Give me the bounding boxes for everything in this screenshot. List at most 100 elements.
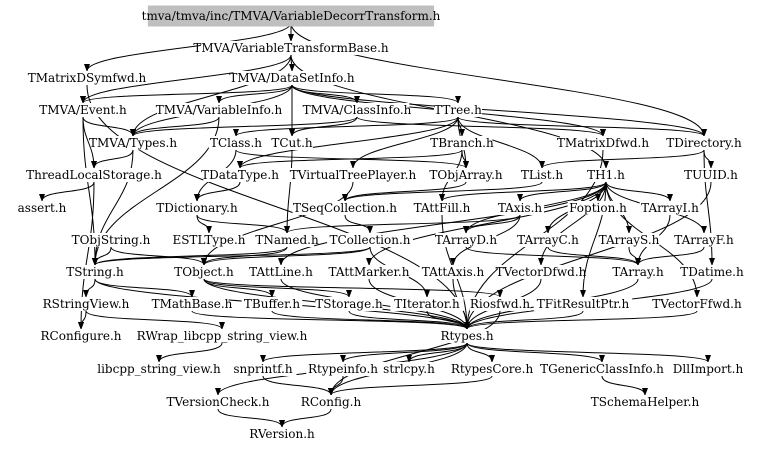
node-tarrayf[interactable]: TArrayF.h — [673, 233, 735, 247]
node-foption[interactable]: Foption.h — [567, 201, 629, 215]
node-tarrayi[interactable]: TArrayI.h — [639, 201, 701, 215]
node-label: TMVA/VariableTransformBase.h — [193, 41, 389, 55]
node-label: TAxis.h — [498, 201, 543, 215]
node-tattmarker[interactable]: TAttMarker.h — [329, 265, 410, 279]
node-tvectordfwd[interactable]: TVectorDfwd.h — [496, 265, 587, 279]
node-rtypeinfo[interactable]: Rtypeinfo.h — [306, 362, 380, 376]
edge-tstorage-to-rtypes — [348, 310, 470, 330]
node-event[interactable]: TMVA/Event.h — [39, 103, 127, 117]
node-tmathbase[interactable]: TMathBase.h — [152, 297, 233, 311]
node-tattline[interactable]: TAttLine.h — [247, 265, 315, 279]
node-tbuffer[interactable]: TBuffer.h — [241, 297, 303, 311]
node-tvectorffwd[interactable]: TVectorFfwd.h — [652, 297, 742, 311]
node-classinfo[interactable]: TMVA/ClassInfo.h — [303, 103, 412, 117]
node-box — [34, 71, 140, 85]
node-strlcpy[interactable]: strlcpy.h — [378, 362, 440, 376]
node-box — [233, 71, 351, 85]
node-tclass[interactable]: TClass.h — [208, 136, 264, 150]
node-tbranch[interactable]: TBranch.h — [430, 136, 494, 150]
node-label: TVersionCheck.h — [167, 395, 270, 409]
node-box — [378, 362, 440, 376]
node-tnamed[interactable]: TNamed.h — [255, 233, 319, 247]
node-tdatatype[interactable]: TDataType.h — [201, 168, 279, 182]
node-tdictionary[interactable]: TDictionary.h — [154, 201, 240, 215]
node-tlist[interactable]: TList.h — [517, 168, 567, 182]
node-threadlocal[interactable]: ThreadLocalStorage.h — [26, 168, 162, 182]
node-rconfig[interactable]: RConfig.h — [300, 395, 362, 409]
node-tseqcoll[interactable]: TSeqCollection.h — [292, 201, 398, 215]
node-tarray[interactable]: TArray.h — [610, 265, 666, 279]
edge-tobject-to-tbuffer — [203, 278, 275, 298]
node-tobject[interactable]: TObject.h — [173, 265, 235, 279]
node-tarrays[interactable]: TArrayS.h — [599, 233, 660, 247]
node-label: TMatrixDSymfwd.h — [28, 71, 147, 85]
node-tarrayc[interactable]: TArrayC.h — [517, 233, 579, 247]
node-ttree[interactable]: TTree.h — [433, 103, 482, 117]
edge-tseqcoll-to-tcollection — [344, 214, 373, 234]
node-libcpp[interactable]: libcpp_string_view.h — [94, 362, 224, 376]
node-tvtp[interactable]: TVirtualTreePlayer.h — [288, 168, 418, 182]
node-label: TString.h — [66, 265, 124, 279]
node-th1[interactable]: TH1.h — [587, 168, 625, 182]
node-tstorage[interactable]: TStorage.h — [315, 297, 383, 311]
node-varinfo[interactable]: TMVA/VariableInfo.h — [156, 103, 283, 117]
node-tcollection[interactable]: TCollection.h — [327, 233, 413, 247]
node-tdirectory[interactable]: TDirectory.h — [664, 136, 744, 150]
node-label: TAttFill.h — [414, 201, 471, 215]
node-assert[interactable]: assert.h — [14, 201, 70, 215]
edge-tcollection-to-tobject — [201, 246, 371, 266]
node-rstringview[interactable]: RStringView.h — [43, 297, 130, 311]
edge-tdirectory-to-tuuid — [703, 149, 714, 169]
node-types[interactable]: TMVA/Types.h — [89, 136, 177, 150]
node-box — [43, 103, 123, 117]
node-box — [429, 168, 503, 182]
node-label: ThreadLocalStorage.h — [26, 168, 162, 182]
node-tmatrixdsym[interactable]: TMatrixDSymfwd.h — [28, 71, 147, 85]
node-rversion[interactable]: RVersion.h — [248, 427, 316, 441]
node-tversioncheck[interactable]: TVersionCheck.h — [167, 395, 270, 409]
node-rtypes[interactable]: Rtypes.h — [439, 329, 495, 343]
node-tuuid[interactable]: TUUID.h — [684, 168, 738, 182]
node-tattfill[interactable]: TAttFill.h — [408, 201, 476, 215]
node-tobjarray[interactable]: TObjArray.h — [429, 168, 503, 182]
edge-tmathbase-to-rtypes — [191, 310, 470, 330]
node-rconfigure[interactable]: RConfigure.h — [41, 329, 122, 343]
node-label: TClass.h — [210, 136, 262, 150]
node-label: assert.h — [18, 201, 67, 215]
node-label: TMVA/ClassInfo.h — [303, 103, 412, 117]
edge-tobjstring-to-tobject — [110, 246, 207, 266]
node-rwrap[interactable]: RWrap_libcpp_string_view.h — [137, 329, 308, 343]
node-riosfwd[interactable]: Riosfwd.h — [469, 297, 531, 311]
node-tstring[interactable]: TString.h — [64, 265, 126, 279]
node-tattaxis[interactable]: TAttAxis.h — [419, 265, 487, 279]
node-tarrayd[interactable]: TArrayD.h — [435, 233, 497, 247]
edge-taxis-to-tarrayd — [463, 214, 521, 234]
node-rtypescore[interactable]: RtypesCore.h — [451, 362, 534, 376]
edge-rtypes-to-rtypescore — [466, 342, 495, 363]
node-tdatime[interactable]: TDatime.h — [680, 265, 744, 279]
node-label: TCut.h — [271, 136, 313, 150]
node-dllimport[interactable]: DllImport.h — [671, 362, 745, 376]
node-vtb[interactable]: TMVA/VariableTransformBase.h — [193, 41, 389, 55]
node-tobjstring[interactable]: TObjString.h — [71, 233, 151, 247]
node-tmatrixd[interactable]: TMatrixDfwd.h — [557, 136, 649, 150]
node-tschemahelper[interactable]: TSchemaHelper.h — [591, 395, 700, 409]
node-taxis[interactable]: TAxis.h — [495, 201, 545, 215]
node-estltype[interactable]: ESTLType.h — [172, 233, 246, 247]
node-titerator[interactable]: TIterator.h — [390, 297, 464, 311]
edge-th1-to-tarrayi — [605, 181, 673, 202]
node-dsi[interactable]: TMVA/DataSetInfo.h — [229, 71, 355, 85]
node-tcut[interactable]: TCut.h — [271, 136, 313, 150]
node-snprintf[interactable]: snprintf.h — [229, 362, 297, 376]
node-root[interactable]: tmva/tmva/inc/TMVA/VariableDecorrTransfo… — [142, 5, 441, 27]
edge-classinfo-to-types — [130, 116, 358, 137]
node-label: ESTLType.h — [172, 233, 245, 247]
edge-tbuffer-to-rtypes — [271, 310, 470, 330]
edge-tcollection-to-tstring — [92, 246, 371, 266]
node-box — [390, 297, 464, 311]
node-label: TMVA/DataSetInfo.h — [229, 71, 354, 85]
node-tgci[interactable]: TGenericClassInfo.h — [540, 362, 664, 376]
node-label: TVectorFfwd.h — [652, 297, 742, 311]
node-tfitresultptr[interactable]: TFitResultPtr.h — [533, 297, 633, 311]
edge-th1-to-tvectordfwd — [538, 181, 607, 266]
